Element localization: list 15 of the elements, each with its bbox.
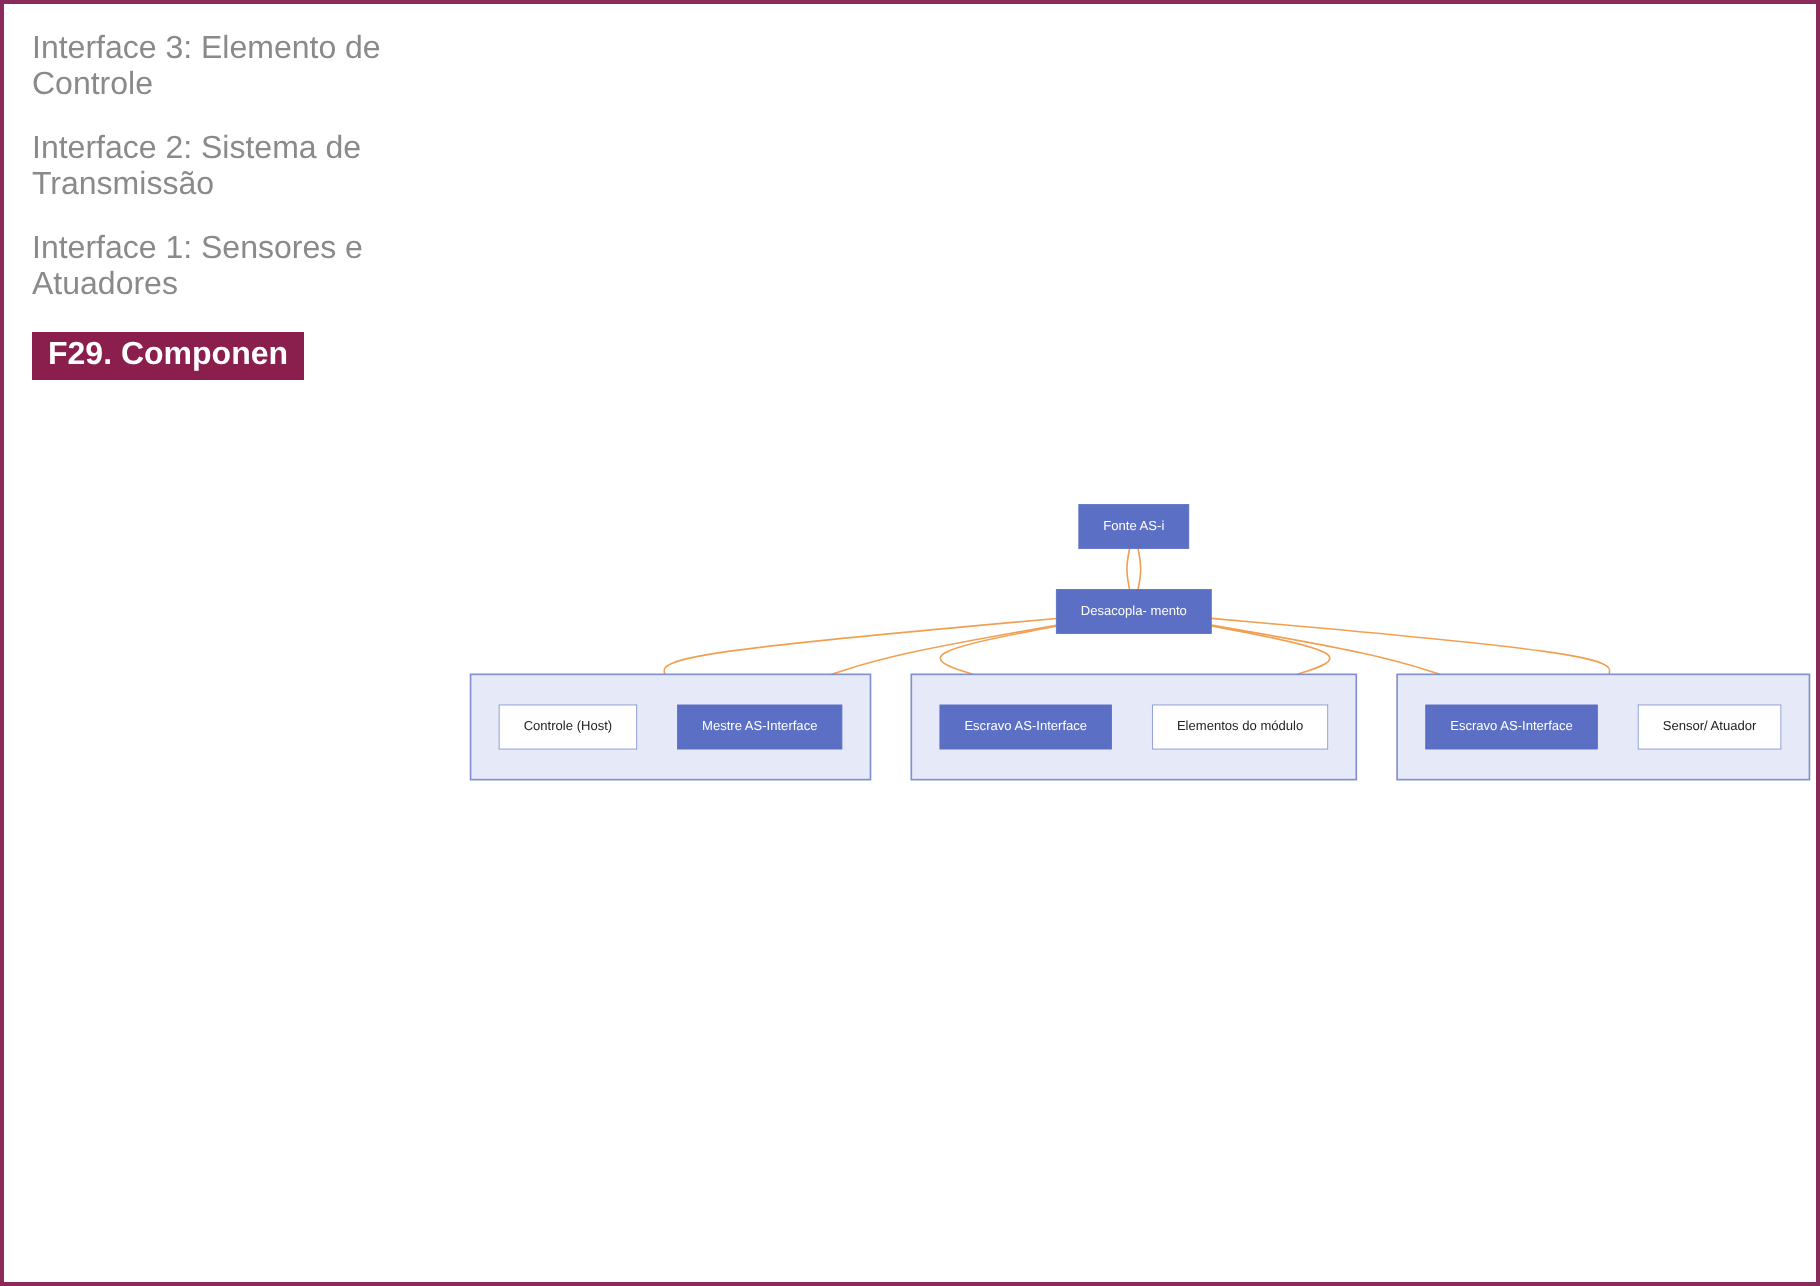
connector: [1126, 548, 1131, 592]
connector: [1137, 548, 1142, 592]
cluster: [1396, 674, 1811, 782]
interface-note: Interface 2: Sistema de Transmissão: [32, 132, 364, 204]
cluster: [910, 674, 1358, 782]
connector: [830, 625, 1058, 677]
interface-note: Interface 3: Elemento de Controle: [32, 32, 383, 104]
connector: [1210, 618, 1611, 677]
connector: [939, 626, 1058, 677]
interface-note: Interface 1: Sensores e Atuadores: [32, 232, 365, 304]
caption: F29. Componen: [32, 332, 305, 380]
connector: [1210, 626, 1331, 677]
cluster: [469, 674, 872, 782]
connector: [663, 618, 1058, 677]
connector: [1210, 625, 1441, 677]
